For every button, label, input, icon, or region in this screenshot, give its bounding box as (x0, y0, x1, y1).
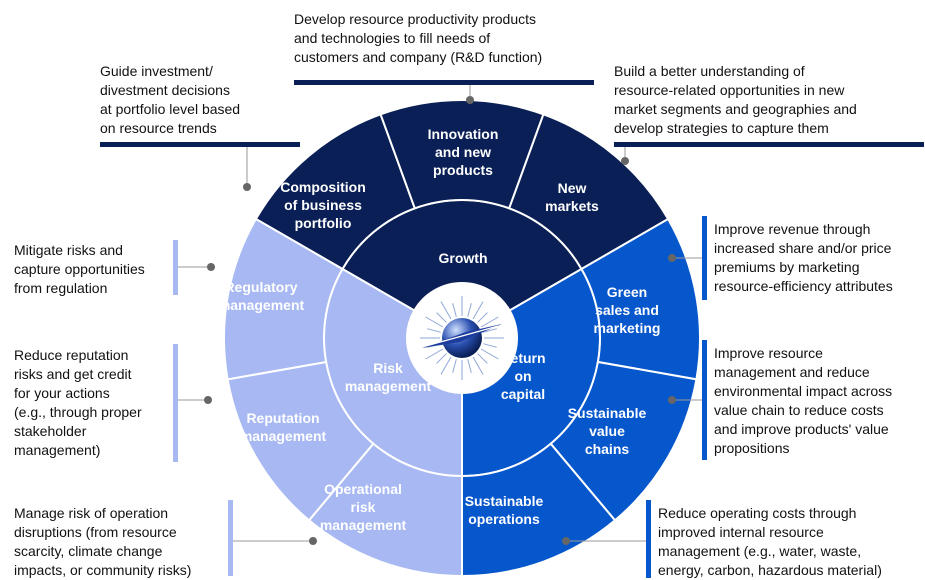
right-note-2-rule (702, 340, 707, 460)
right-note-1-rule (702, 216, 707, 300)
right-note-3-rule (646, 500, 651, 578)
growth-label: Growth (439, 250, 488, 266)
top-note-rule (294, 80, 594, 85)
compass-star-icon (407, 283, 517, 393)
regulatory-segment (223, 217, 344, 381)
top-right-note-rule (614, 142, 924, 147)
left-note-2-rule (173, 344, 178, 462)
top-left-note-rule (100, 142, 300, 147)
left-note-3-rule (228, 500, 233, 576)
